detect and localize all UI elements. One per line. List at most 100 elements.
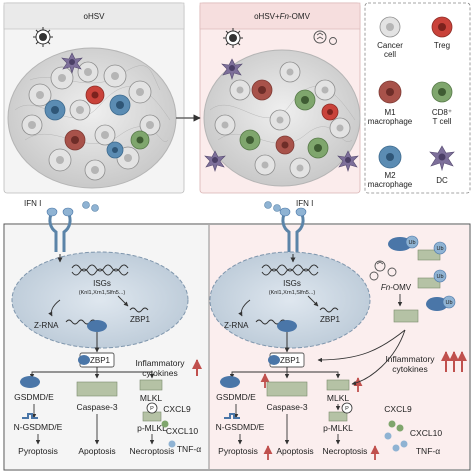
ngsdmd-label-right: N-GSDMD/E: [216, 422, 265, 432]
cytokine-dot-blue-right-2: [400, 440, 408, 448]
cxcl10-label-left: CXCL10: [166, 426, 198, 436]
mlkl-label-right: MLKL: [327, 393, 349, 403]
cxcl9-label-right: CXCL9: [384, 404, 412, 414]
ub-complex-top: Ub Ub: [388, 235, 447, 261]
ifn-ligand-left: [82, 201, 99, 212]
ohsv-virus-icon-right: [223, 28, 243, 48]
ub-mlkl-box: [393, 309, 419, 323]
gsdmd-protein-left: [20, 376, 40, 388]
svg-text:ZBP1: ZBP1: [280, 356, 301, 365]
pyroptosis-label-right: Pyroptosis: [218, 446, 258, 456]
zrna-label-left: Z-RNA: [34, 321, 59, 330]
ifn-receptor-left: [46, 207, 74, 252]
svg-text:cell: cell: [384, 50, 396, 59]
svg-text:Ub: Ub: [445, 300, 452, 306]
legend-cancer-cell: Cancer cell: [377, 16, 403, 59]
caspase-label-right: Caspase-3: [266, 402, 307, 412]
inflammatory-label-left: Inflammatory: [135, 358, 185, 368]
zrna-strand-right: [255, 319, 287, 325]
nucleus-right: [209, 251, 371, 349]
mlkl-box-left: [139, 379, 163, 391]
caspase-label-left: Caspase-3: [76, 402, 117, 412]
necroptosis-label-left: Necroptosis: [130, 446, 175, 456]
legend-m2-macrophage: M2 macrophage: [368, 145, 413, 189]
svg-text:Cancer: Cancer: [377, 41, 403, 50]
ub-complex-middle: Ub: [417, 269, 447, 289]
gsdmd-label-right: GSDMD/E: [216, 392, 256, 402]
zbp1-nucleus-label-left: ZBP1: [130, 315, 151, 324]
phospho-icon-left: [146, 402, 158, 414]
pmlkl-label-left: p-MLKL: [137, 423, 167, 433]
svg-text:CD8⁺: CD8⁺: [432, 108, 452, 117]
zrna-label-right: Z-RNA: [224, 321, 249, 330]
svg-text:Treg: Treg: [434, 41, 450, 50]
legend-dc: DC: [429, 145, 455, 185]
nucleus-left: [11, 251, 189, 349]
fn-omv-label: Fn-OMV: [381, 283, 412, 292]
dc-cell-right-3: [337, 150, 359, 172]
svg-text:P: P: [345, 406, 349, 412]
svg-text:DC: DC: [436, 176, 448, 185]
svg-text:ZBP1: ZBP1: [90, 356, 111, 365]
tnfa-label-right: TNF-α: [416, 446, 440, 456]
caspase-box-left: [76, 381, 118, 397]
pmlkl-label-right: p-MLKL: [323, 423, 353, 433]
zbp1-protein-nucleus-right: [277, 320, 297, 332]
apoptosis-label-right: Apoptosis: [276, 446, 313, 456]
bottom-panel-frame: [3, 223, 471, 471]
tumor-mass-ohsv-fn-omv: [203, 49, 361, 187]
mlkl-box-right: [326, 379, 350, 391]
svg-text:Ub: Ub: [408, 240, 415, 246]
tnfa-label-left: TNF-α: [177, 444, 201, 454]
omv-vesicle-icon: [313, 30, 337, 45]
left-title-tab: [3, 2, 185, 30]
svg-text:cytokines: cytokines: [392, 364, 427, 374]
svg-text:M1: M1: [384, 108, 396, 117]
legend-panel: [364, 2, 471, 194]
gsdmd-protein-right: [220, 376, 240, 388]
dna-isgs-left: [71, 264, 129, 272]
isgs-genes-right: (Knl1,Xrn1,Slfn5...): [269, 290, 316, 296]
left-panel-title: oHSV: [84, 12, 106, 21]
cytokine-dot-blue-right-1: [384, 432, 392, 440]
dc-cell-right-2: [204, 150, 226, 172]
zrna-strand-left: [65, 319, 97, 325]
svg-text:cytokines: cytokines: [142, 368, 177, 378]
legend-cd8-t-cell: CD8⁺ T cell: [431, 81, 453, 126]
svg-text:macrophage: macrophage: [368, 117, 413, 126]
svg-text:P: P: [150, 406, 154, 412]
tumor-mass-ohsv: [7, 47, 177, 189]
n-gsdmd-icon-left: [22, 413, 38, 419]
ohsv-virus-icon: [33, 27, 53, 47]
svg-text:Ub: Ub: [436, 246, 443, 252]
legend-m1-macrophage: M1 macrophage: [368, 80, 413, 126]
right-panel-title: oHSV+Fn-OMV: [254, 12, 310, 21]
ifn-ligand-right: [264, 201, 281, 212]
ifn-receptor-right: [279, 207, 307, 252]
svg-text:Ub: Ub: [436, 274, 443, 280]
cytokine-dot-blue-left: [168, 440, 176, 448]
dc-cell-right-1: [221, 58, 243, 80]
cxcl10-label-right: CXCL10: [410, 428, 442, 438]
zbp1-protein-nucleus-left: [87, 320, 107, 332]
inflammatory-label-right: Inflammatory: [385, 354, 435, 364]
svg-text:M2: M2: [384, 171, 396, 180]
cytokine-dot-green-right-1: [388, 420, 396, 428]
svg-text:T cell: T cell: [433, 117, 452, 126]
cytokine-dot-green-right-2: [396, 424, 404, 432]
necroptosis-label-right: Necroptosis: [323, 446, 368, 456]
apoptosis-label-left: Apoptosis: [78, 446, 115, 456]
gsdmd-label-left: GSDMD/E: [14, 392, 54, 402]
fn-omv-vesicle-group: [369, 260, 397, 281]
ub-complex-bottom: Ub: [426, 295, 456, 311]
dc-cell-ohsv: [61, 52, 83, 74]
ifn-label-right: IFN I: [296, 199, 313, 208]
isgs-label-right: ISGs: [283, 279, 301, 288]
dna-isgs-right: [261, 264, 319, 272]
pyroptosis-label-left: Pyroptosis: [18, 446, 58, 456]
n-gsdmd-icon-right: [224, 413, 240, 419]
right-title-tab: [199, 2, 361, 30]
legend-treg: Treg: [431, 16, 453, 50]
isgs-label-left: ISGs: [93, 279, 111, 288]
